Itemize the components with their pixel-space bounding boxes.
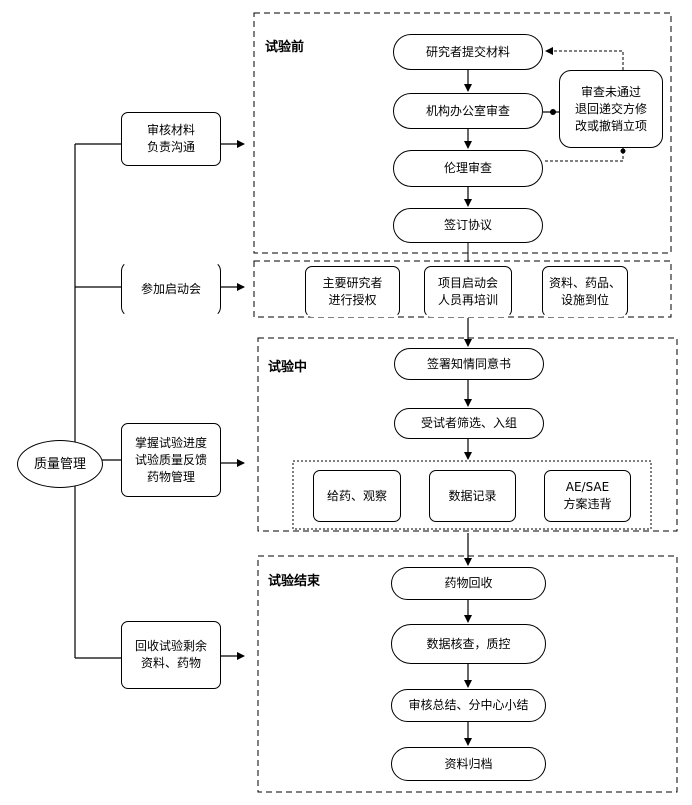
left-box-recovery: 回收试验剩余资料、药物 [121, 621, 221, 689]
pre-step-submit: 研究者提交材料 [393, 34, 543, 70]
pre-step-office-review: 机构办公室审查 [393, 93, 543, 129]
kickoff-box-facilities: 资料、药品、设施到位 [542, 266, 628, 317]
pre-step-sign-agreement: 签订协议 [393, 208, 543, 243]
mid-step-informed-consent: 签署知情同意书 [394, 348, 544, 380]
phase-title-pre: 试验前 [265, 40, 305, 55]
end-step-data-check: 数据核查，质控 [391, 624, 546, 664]
mid-sub-dosing: 给药、观察 [313, 470, 401, 522]
kickoff-box-authorization: 主要研究者进行授权 [305, 266, 400, 317]
phase-frame-end [257, 555, 678, 793]
end-step-summary: 审核总结、分中心小结 [391, 689, 546, 722]
pre-reject-box: 审查未通过退回递交方修改或撤销立项 [559, 70, 663, 148]
mid-sub-data-record: 数据记录 [429, 470, 516, 522]
mid-step-screening: 受试者筛选、入组 [394, 408, 544, 439]
reject-return [545, 47, 624, 70]
center-node-quality-management: 质量管理 [17, 440, 103, 488]
sub-frame-mid [292, 460, 652, 530]
left-box-kickoff: 参加启动会 [121, 261, 221, 317]
left-box-review: 审核材料负责沟通 [121, 112, 221, 166]
phase-title-end: 试验结束 [268, 574, 321, 589]
phase-frame-mid [257, 337, 678, 532]
phase-frame-pre [253, 12, 672, 254]
end-step-drug-recovery: 药物回收 [391, 567, 546, 600]
phase-title-mid: 试验中 [268, 360, 308, 375]
kickoff-box-training: 项目启动会人员再培训 [424, 266, 512, 317]
phase-frame-kickoff [253, 260, 672, 318]
pre-step-ethics-review: 伦理审查 [393, 150, 543, 187]
end-step-archive: 资料归档 [391, 747, 546, 781]
left-box-progress: 掌握试验进度试验质量反馈药物管理 [121, 423, 221, 497]
reject-from-ethics [545, 148, 624, 162]
